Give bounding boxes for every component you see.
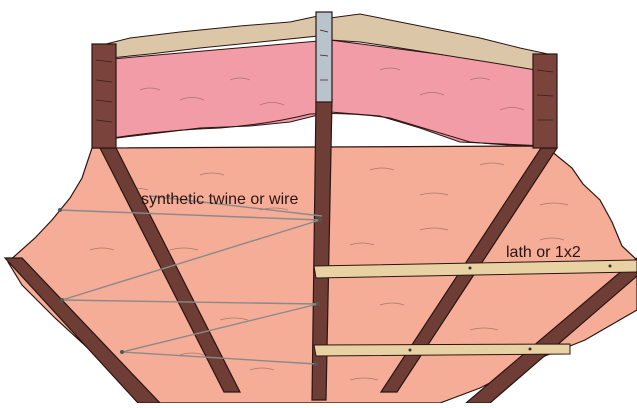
- joist-end-center: [316, 12, 332, 102]
- label-twine: synthetic twine or wire: [141, 191, 298, 208]
- joist-end-left: [92, 44, 116, 148]
- lath-lower: [314, 344, 570, 356]
- label-lath: lath or 1x2: [506, 244, 581, 261]
- joist-end-right: [533, 54, 557, 148]
